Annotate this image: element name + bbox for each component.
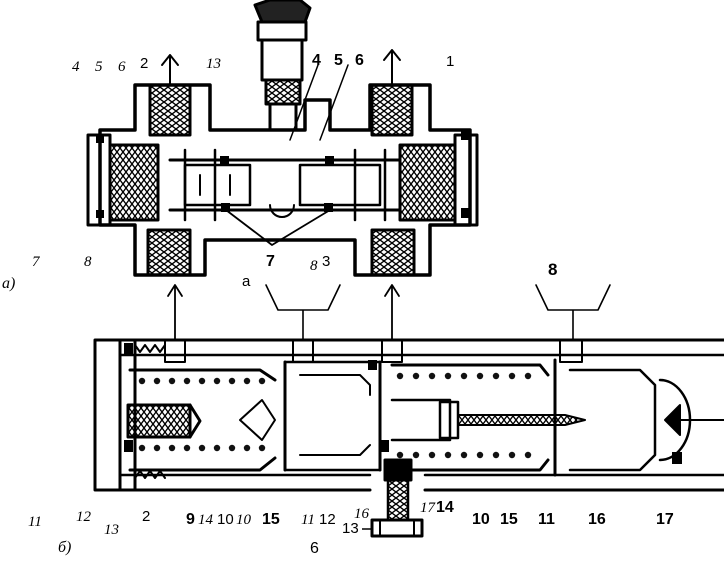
spring-coils <box>138 372 532 459</box>
right-spring <box>390 363 586 472</box>
spring-coil-dot <box>243 377 251 385</box>
panel-b <box>93 284 724 538</box>
spring-coil-dot <box>524 372 532 380</box>
label-b-10a: 10 <box>217 511 234 528</box>
label-a-a: а <box>242 273 251 290</box>
label-b-8: 8 <box>548 260 557 279</box>
label-b-16: 16 <box>354 506 370 522</box>
spring-coil-dot <box>524 451 532 459</box>
label-a-5b: 5 <box>334 52 343 69</box>
label-a-8c: 8 <box>310 258 318 274</box>
label-b-14b: 14 <box>436 499 454 516</box>
spring-coil-dot <box>153 377 161 385</box>
spring-coil-dot <box>228 377 236 385</box>
spring-coil-dot <box>412 451 420 459</box>
spring-coil-dot <box>153 444 161 452</box>
label-b-15b: 15 <box>500 511 518 528</box>
caption-a: а) <box>2 275 15 292</box>
label-a-6: 6 <box>118 59 126 75</box>
side-plug-right <box>398 130 479 227</box>
label-b-16b: 16 <box>588 511 606 528</box>
left-spring <box>128 368 277 472</box>
port-bottom-right <box>370 228 416 277</box>
left-bolt <box>126 403 202 439</box>
port-bottom-left <box>146 228 192 277</box>
spring-coil-dot <box>412 372 420 380</box>
panel-a <box>86 0 479 341</box>
label-b-13b: 13 <box>342 520 359 537</box>
spring-coil-dot <box>258 377 266 385</box>
label-b-11b: 11 <box>301 512 315 528</box>
label-a-2: 2 <box>140 55 148 72</box>
port-top-left <box>148 54 192 137</box>
spring-coil-dot <box>198 377 206 385</box>
label-a-13: 13 <box>206 56 221 72</box>
spring-coil-dot <box>168 444 176 452</box>
label-b-17: 17 <box>420 500 437 516</box>
spring-coil-dot <box>396 372 404 380</box>
spring-coil-dot <box>243 444 251 452</box>
left-piston <box>283 360 382 472</box>
label-a-7: 7 <box>32 254 41 270</box>
label-a-3: 3 <box>322 253 330 270</box>
label-b-17b: 17 <box>656 511 674 528</box>
spring-coil-dot <box>183 377 191 385</box>
spring-coil-dot <box>444 372 452 380</box>
label-a-5: 5 <box>95 59 103 75</box>
label-b-13: 13 <box>104 522 119 538</box>
spring-coil-dot <box>444 451 452 459</box>
label-a-8: 8 <box>84 254 92 270</box>
label-b-10b: 10 <box>236 512 252 528</box>
spring-coil-dot <box>460 451 468 459</box>
spring-coil-dot <box>183 444 191 452</box>
spring-coil-dot <box>213 377 221 385</box>
spring-coil-dot <box>213 444 221 452</box>
label-a-1: 1 <box>446 53 454 70</box>
spring-coil-dot <box>460 372 468 380</box>
panel-b-labels: 8 11 12 13 2 9 14 10 10 15 11 12 16 17 1… <box>28 260 674 557</box>
spring-coil-dot <box>168 377 176 385</box>
spring-coil-dot <box>258 444 266 452</box>
label-b-9: 9 <box>186 511 195 528</box>
spring-coil-dot <box>476 372 484 380</box>
label-b-10c: 10 <box>472 511 490 528</box>
spring-coil-dot <box>492 372 500 380</box>
label-a-7c: 7 <box>266 253 275 270</box>
spring-coil-dot <box>508 451 516 459</box>
side-plug-left <box>86 133 160 227</box>
label-a-6b: 6 <box>355 52 364 69</box>
label-a-4: 4 <box>72 59 80 75</box>
spring-coil-dot <box>476 451 484 459</box>
label-b-6: 6 <box>310 540 319 557</box>
spring-coil-dot <box>508 372 516 380</box>
label-b-11c: 11 <box>538 511 555 528</box>
right-piston <box>553 358 724 477</box>
spring-coil-dot <box>138 444 146 452</box>
bottom-screw <box>370 458 424 538</box>
label-b-14: 14 <box>198 512 214 528</box>
label-b-12b: 12 <box>319 511 336 528</box>
spring-coil-dot <box>198 444 206 452</box>
spring-coil-dot <box>228 444 236 452</box>
spring-coil-dot <box>428 372 436 380</box>
label-b-2: 2 <box>142 508 150 525</box>
port-top-right <box>370 49 414 137</box>
caption-b: б) <box>58 539 71 556</box>
label-b-11: 11 <box>28 514 42 530</box>
spring-coil-dot <box>428 451 436 459</box>
spring-coil-dot <box>396 451 404 459</box>
panel-a-labels: 4 5 6 2 13 4 5 6 1 7 8 а) 7 8 3 а <box>2 52 454 292</box>
label-b-12: 12 <box>76 509 92 525</box>
spring-coil-dot <box>138 377 146 385</box>
label-b-15: 15 <box>262 511 280 528</box>
label-a-4b: 4 <box>312 52 321 69</box>
spring-coil-dot <box>492 451 500 459</box>
